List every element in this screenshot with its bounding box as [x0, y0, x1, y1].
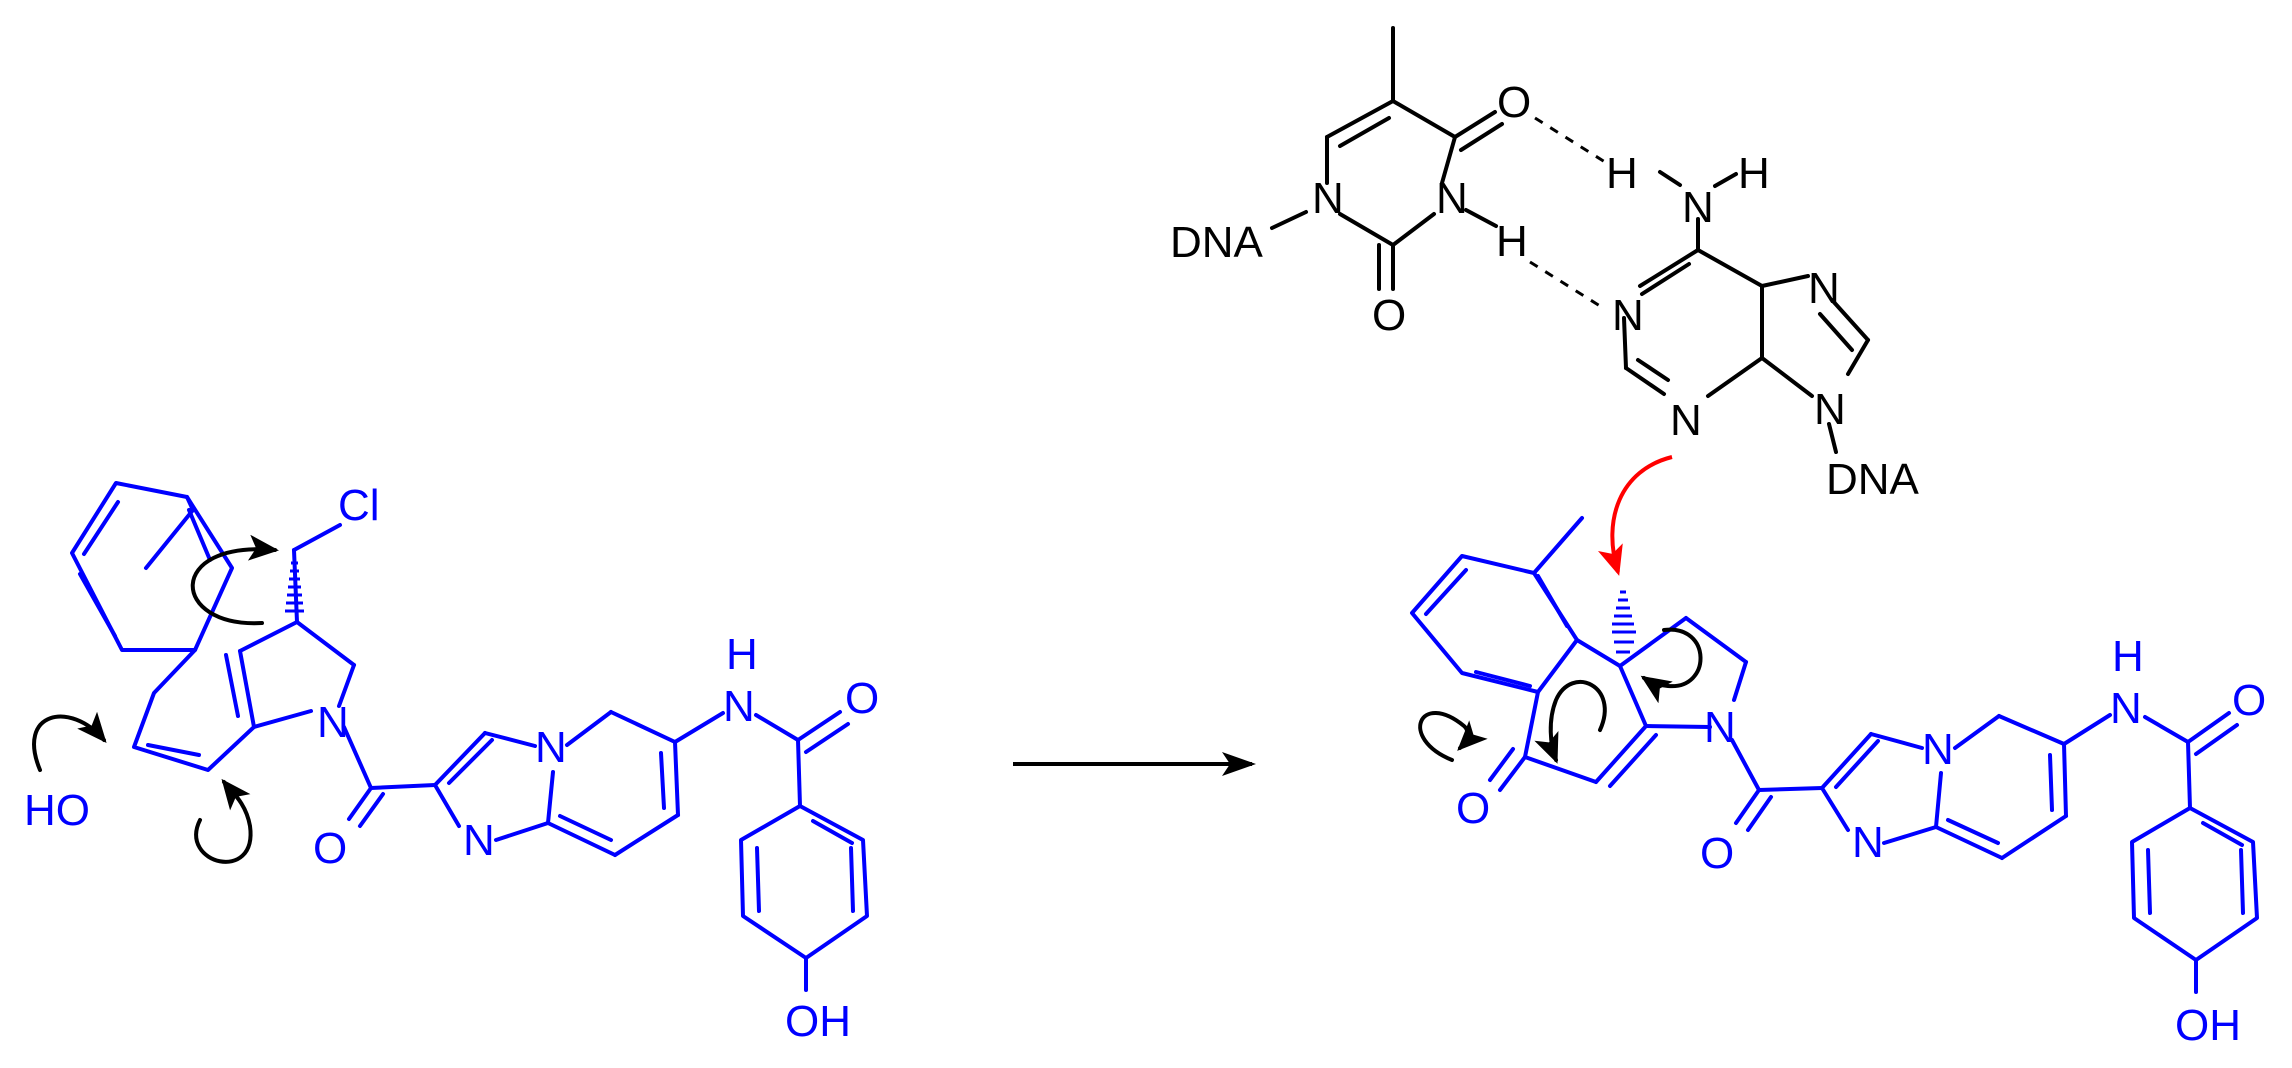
- product-curly-arrows: [1418, 627, 1703, 764]
- reactant-hashed-wedge: [285, 553, 304, 613]
- adenine-nh-h2-label: H: [1738, 149, 1770, 198]
- product-amide-h-label: H: [2112, 632, 2144, 681]
- product-ketone-o-label: O: [1456, 784, 1490, 833]
- reactant-n-ring-label: N: [317, 698, 349, 747]
- reactant-imidazole-n-label: N: [463, 816, 495, 865]
- nucleophilic-attack-arrow: [1597, 455, 1673, 576]
- reactant-ho-label: HO: [24, 786, 90, 835]
- reactant-curly-arrows: [32, 534, 279, 864]
- thymine-o2-label: O: [1372, 291, 1406, 340]
- product-amide-n-label: N: [2110, 684, 2142, 733]
- thymine-dna-label: DNA: [1170, 218, 1264, 267]
- thymine-n3-label: N: [1436, 174, 1468, 223]
- adenine-dna-label: DNA: [1826, 455, 1920, 504]
- reactant-bridge-n-label: N: [535, 723, 567, 772]
- adenine-n3-label: N: [1670, 396, 1702, 445]
- adenine-n9-label: N: [1814, 385, 1846, 434]
- reactant-molecule: Cl N HO O N N N H O OH: [24, 481, 879, 1046]
- product-carbonyl-o-label: O: [1700, 829, 1734, 878]
- adenine-nh-n-label: N: [1682, 183, 1714, 232]
- product-molecule: O N O N N N H O OH: [1410, 516, 2266, 1050]
- reactant-amide-n-label: N: [723, 682, 755, 731]
- thymine-n1-label: N: [1312, 174, 1344, 223]
- adenine-n7-label: N: [1808, 264, 1840, 313]
- product-amide-o-label: O: [2232, 676, 2266, 725]
- reactant-bonds: [70, 481, 869, 992]
- thymine-base: N N H O O DNA: [1170, 26, 1531, 340]
- hydrogen-bonds: [1529, 116, 1606, 308]
- adenine-base: H N H N N N N DNA: [1606, 149, 1920, 504]
- thymine-o4-label: O: [1497, 78, 1531, 127]
- reactant-carbonyl-o-label: O: [313, 824, 347, 873]
- adenine-n1-label: N: [1612, 291, 1644, 340]
- product-bridge-n-label: N: [1922, 725, 1954, 774]
- product-hashed-wedge: [1612, 590, 1636, 654]
- thymine-h3-label: H: [1496, 217, 1528, 266]
- adenine-nh-h1-label: H: [1606, 149, 1638, 198]
- product-oh-label: OH: [2175, 1001, 2241, 1050]
- reactant-amide-h-label: H: [726, 630, 758, 679]
- reactant-oh-label: OH: [785, 997, 851, 1046]
- reactant-cl-label: Cl: [338, 481, 380, 530]
- reactant-amide-o-label: O: [845, 674, 879, 723]
- product-imidazole-n-label: N: [1852, 818, 1884, 867]
- reactant-labels: Cl N HO O N N N H O OH: [24, 481, 879, 1046]
- product-n-ring-label: N: [1704, 703, 1736, 752]
